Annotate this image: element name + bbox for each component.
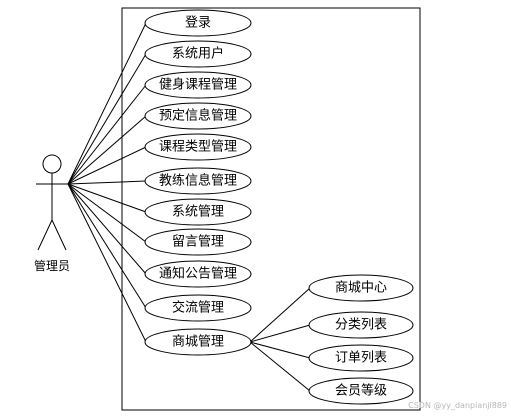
association-line	[67, 183, 147, 309]
use-case-label: 订单列表	[335, 351, 387, 366]
use-case-label: 交流管理	[172, 300, 224, 316]
use-case-label: 预定信息管理	[159, 108, 237, 124]
use-case-label: 课程类型管理	[159, 140, 237, 155]
use-case-label: 商城中心	[335, 281, 387, 296]
use-case-mall-center[interactable]: 商城中心	[308, 274, 414, 302]
use-case-system-mgmt[interactable]: 系统管理	[144, 198, 252, 226]
actor: 管理员	[34, 154, 70, 273]
use-case-label: 留言管理	[172, 235, 224, 250]
mall-association-line	[249, 341, 311, 392]
use-case-category-list[interactable]: 分类列表	[308, 311, 414, 339]
use-case-login[interactable]: 登录	[144, 9, 252, 37]
mall-association-line	[249, 324, 311, 343]
use-case-coach-info-mgmt[interactable]: 教练信息管理	[144, 167, 252, 195]
mall-association-line	[249, 287, 311, 343]
use-case-label: 教练信息管理	[159, 173, 237, 189]
use-case-label: 商城管理	[172, 335, 224, 350]
association-line	[67, 53, 147, 185]
use-case-member-level[interactable]: 会员等级	[308, 377, 414, 405]
actor-label: 管理员	[34, 258, 70, 273]
use-case-order-list[interactable]: 订单列表	[308, 344, 414, 372]
association-line	[67, 183, 147, 213]
association-line	[67, 180, 147, 185]
use-case-system-user[interactable]: 系统用户	[144, 40, 252, 68]
use-case-booking-info-mgmt[interactable]: 预定信息管理	[144, 102, 252, 130]
actor-right-leg	[51, 219, 67, 251]
association-line	[67, 183, 147, 343]
use-case-message-mgmt[interactable]: 留言管理	[144, 228, 252, 256]
use-case-label: 系统管理	[172, 205, 224, 220]
association-line	[67, 183, 147, 243]
association-line	[67, 115, 147, 185]
association-line	[67, 84, 147, 185]
association-line	[67, 22, 147, 185]
use-case-label: 通知公告管理	[159, 266, 237, 282]
mall-sub-use-cases: 商城中心 分类列表 订单列表 会员等级	[308, 274, 414, 405]
use-case-notice-mgmt[interactable]: 通知公告管理	[144, 260, 252, 288]
use-case-label: 系统用户	[172, 46, 224, 62]
use-case-exchange-mgmt[interactable]: 交流管理	[144, 294, 252, 322]
association-line	[67, 183, 147, 275]
use-case-mall-mgmt[interactable]: 商城管理	[144, 328, 252, 356]
mall-association-line	[249, 341, 311, 359]
mall-association-lines	[249, 287, 311, 392]
use-case-fitness-course-mgmt[interactable]: 健身课程管理	[144, 71, 252, 99]
association-lines	[67, 22, 147, 343]
use-case-label: 健身课程管理	[159, 77, 237, 93]
use-case-label: 登录	[185, 16, 211, 31]
watermark: CSDN @yy_danpianji889	[408, 401, 507, 410]
use-cases: 登录 系统用户 健身课程管理 预定信息管理 课程类型管理 教练信息管理 系统管理	[144, 9, 252, 356]
use-case-label: 分类列表	[335, 318, 387, 333]
association-line	[67, 146, 147, 185]
actor-head-icon	[42, 154, 62, 174]
actor-left-leg	[37, 219, 53, 251]
system-boundary	[121, 7, 421, 411]
use-case-label: 会员等级	[335, 383, 387, 399]
use-case-course-type-mgmt[interactable]: 课程类型管理	[144, 133, 252, 161]
